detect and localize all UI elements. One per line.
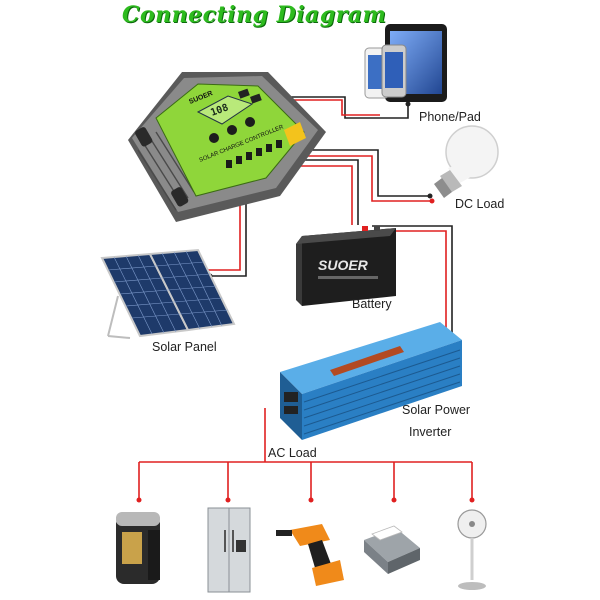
solar-panel-label: Solar Panel bbox=[152, 340, 217, 354]
light-bulb-icon bbox=[434, 125, 499, 198]
phone-icon bbox=[364, 44, 407, 99]
inverter-wire-red bbox=[382, 230, 447, 338]
battery-label: Battery bbox=[352, 297, 392, 311]
dc-load-label: DC Load bbox=[455, 197, 505, 211]
inverter-label-line1: Solar Power bbox=[402, 403, 471, 417]
ac-load-label: AC Load bbox=[268, 446, 317, 460]
refrigerator-icon bbox=[207, 507, 251, 593]
inverter-label-line2: Inverter bbox=[409, 425, 452, 439]
usb-wire-red bbox=[276, 99, 380, 116]
power-drill-icon bbox=[276, 524, 344, 586]
phone-pad-label: Phone/Pad bbox=[419, 110, 481, 124]
rice-cooker-icon bbox=[116, 512, 160, 584]
dc-load-wire-red bbox=[272, 155, 432, 202]
battery-icon: SUOER bbox=[296, 226, 396, 306]
solar-charge-controller: 108 SUOER SOLAR CHARGE CONTROLLER bbox=[128, 72, 326, 222]
inverter-icon bbox=[280, 322, 462, 440]
solar-panel-icon bbox=[100, 248, 236, 339]
usb-wire-black bbox=[250, 96, 409, 119]
inverter-wire-black bbox=[372, 225, 453, 338]
panel-wire-black bbox=[210, 176, 247, 277]
dc-load-wire-black bbox=[276, 149, 430, 197]
diagram-title: Connecting Diagram bbox=[122, 2, 387, 28]
fan-icon bbox=[457, 509, 487, 590]
printer-icon bbox=[364, 525, 420, 574]
battery-brand: SUOER bbox=[318, 257, 369, 273]
